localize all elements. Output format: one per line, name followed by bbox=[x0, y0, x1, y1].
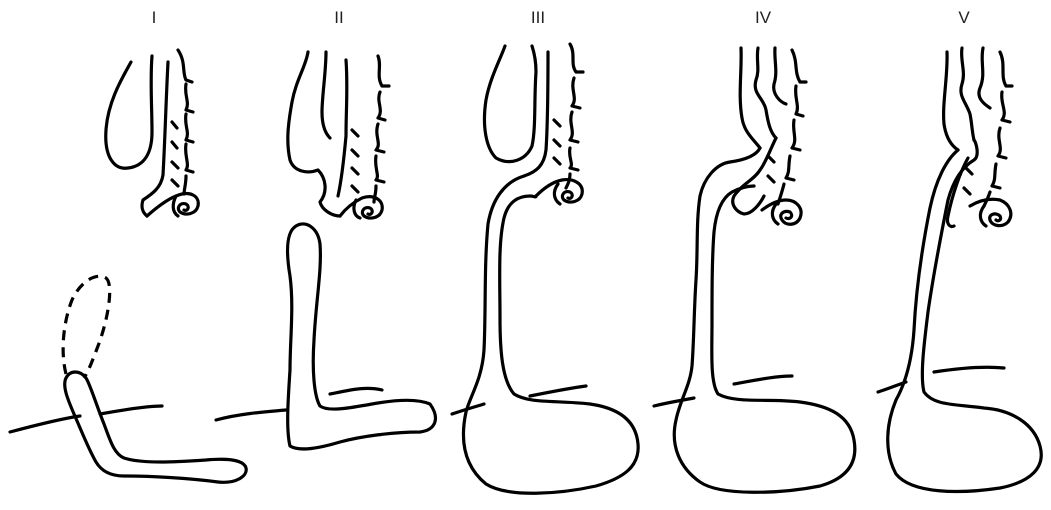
panel-5-upper-fold-mid bbox=[979, 48, 990, 108]
panel-label-4: IV bbox=[733, 8, 793, 28]
panel-1-dashed-outline bbox=[63, 276, 110, 378]
panel-3-drawing bbox=[452, 44, 638, 493]
panel-5-tube-right-ticks bbox=[964, 168, 972, 194]
panel-2-spiral bbox=[340, 197, 382, 218]
panel-1-drawing bbox=[10, 50, 246, 482]
panel-2-drawing bbox=[216, 52, 435, 449]
panel-3-baseline bbox=[452, 386, 586, 414]
panel-4-tube-right-ticks bbox=[768, 156, 774, 182]
panel-5-tube-right-ridged bbox=[984, 52, 1012, 206]
panel-2-upper-pouch bbox=[288, 52, 340, 216]
panel-1-tube-right-ridged bbox=[178, 50, 193, 194]
panel-2-tube-right-ticks bbox=[352, 130, 358, 192]
panel-1-tube-left bbox=[142, 62, 168, 216]
panel-4-spiral bbox=[762, 200, 801, 224]
panel-5-spiral-base bbox=[980, 206, 986, 226]
panel-5-long-tube bbox=[888, 140, 1042, 491]
panel-5-upper-fold-left bbox=[944, 52, 958, 150]
panel-4-upper-fold-mid bbox=[774, 48, 786, 104]
panel-2-tube-left bbox=[338, 60, 347, 196]
panel-label-1: I bbox=[124, 8, 184, 28]
panel-label-3: III bbox=[508, 8, 568, 28]
panel-4-drawing bbox=[654, 48, 855, 492]
panel-1-tube-right-ticks bbox=[172, 122, 178, 186]
panel-1-upper-pouch bbox=[106, 56, 152, 168]
panel-3-tube-right-ridged bbox=[566, 44, 583, 188]
panel-2-tube-right-ridged bbox=[374, 56, 389, 202]
panel-label-2: II bbox=[309, 8, 369, 28]
panel-2-lower-structure bbox=[288, 224, 436, 449]
panel-4-tube-right-ridged bbox=[778, 50, 806, 204]
panel-3-tube-right-ticks bbox=[554, 120, 560, 164]
panel-label-5: V bbox=[934, 8, 994, 28]
panel-5-spiral bbox=[970, 199, 1011, 225]
panel-4-junction bbox=[674, 148, 855, 492]
panel-2-inner-fold bbox=[322, 52, 330, 138]
panel-3-spiral-base bbox=[554, 184, 560, 204]
panel-2-spiral-base bbox=[354, 200, 360, 218]
panel-4-upper-fold-inner bbox=[755, 48, 776, 138]
panel-4-spiral-base bbox=[772, 204, 778, 224]
panel-3-long-tube-outer bbox=[463, 176, 638, 493]
panel-5-baseline bbox=[878, 367, 1004, 392]
panel-5-upper-fold-inner bbox=[961, 48, 974, 140]
panel-2-baseline bbox=[216, 388, 382, 420]
panel-1-baseline bbox=[10, 406, 162, 432]
panel-3-upper-pouch bbox=[484, 46, 536, 162]
panel-5-drawing bbox=[878, 48, 1041, 491]
panel-1-lower-structure bbox=[65, 372, 247, 482]
